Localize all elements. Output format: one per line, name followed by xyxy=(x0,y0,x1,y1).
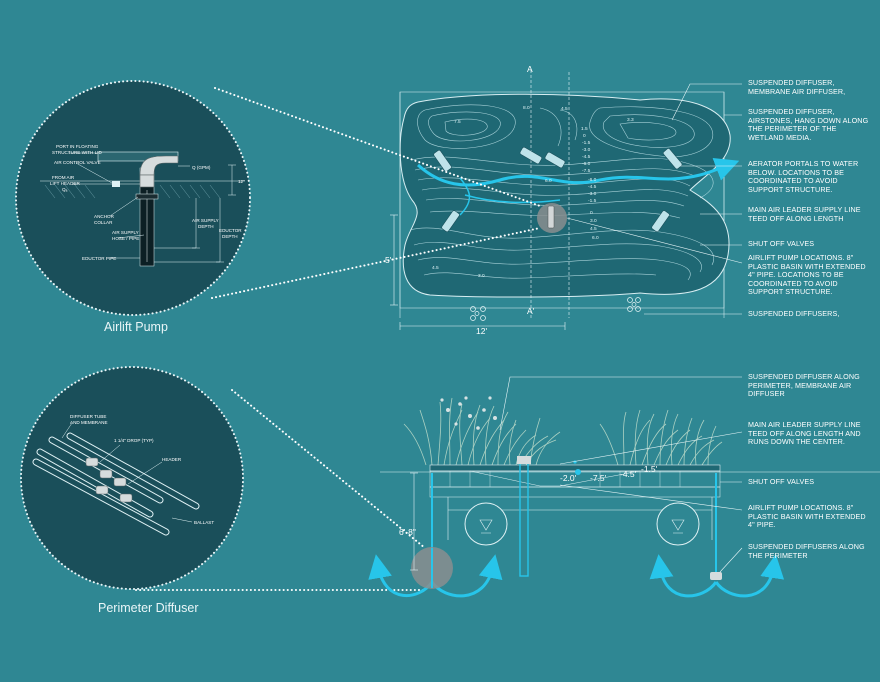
svg-text:4.5: 4.5 xyxy=(590,226,597,232)
section-slope-4: -1.5' xyxy=(641,464,658,474)
section-leaders xyxy=(499,376,743,573)
svg-text:0: 0 xyxy=(583,133,586,139)
pump-label-eductor-depth-1: EDUCTOR xyxy=(219,228,242,233)
plan-note-membrane-diffuser: SUSPENDED DIFFUSER, MEMBRANE AIR DIFFUSE… xyxy=(748,78,846,96)
plan-note-aerator-portals: AERATOR PORTALS TO WATER BELOW. LOCATION… xyxy=(748,159,859,194)
plan-note-shut-off-valves: SHUT OFF VALVES xyxy=(748,239,815,248)
wetland-plan-shape xyxy=(399,93,731,298)
diffuser-label-ballast: BALLAST xyxy=(194,520,214,525)
section-slope-1: -2.0' xyxy=(560,473,577,483)
diffuser-label-drop: 1 1/4" DROP (TYP) xyxy=(114,438,154,443)
section-slope-3: -4.5' xyxy=(620,469,637,479)
svg-text:6.0: 6.0 xyxy=(592,235,599,241)
perimeter-diffuser-caption: Perimeter Diffuser xyxy=(98,601,199,615)
svg-text:-6.0: -6.0 xyxy=(588,177,597,183)
pump-connectors xyxy=(211,87,541,299)
pump-label-air-depth-2: DEPTH xyxy=(198,224,214,229)
plan-view: A A' 7.5 8.0 4.5 3.3 1.5 0 -1.5 -3.0 -4. xyxy=(385,64,740,336)
grasses-left xyxy=(403,397,561,466)
pump-label-header-2: LIFT HEADER xyxy=(50,181,80,186)
pump-label-qa: Qₐ xyxy=(62,187,68,192)
pump-label-port-2: STRUCTURE WITH LID xyxy=(52,150,102,155)
svg-text:1.5: 1.5 xyxy=(581,126,588,132)
section-a-label: A xyxy=(527,64,533,74)
grasses-right xyxy=(599,409,723,466)
pump-label-qw: Q (GPM) xyxy=(192,165,211,170)
section-note-airlift-pump: AIRLIFT PUMP LOCATIONS. 8" PLASTIC BASIN… xyxy=(748,503,866,530)
airlift-pump-detail: PORT IN FLOATING STRUCTURE WITH LID AIR … xyxy=(15,80,251,316)
pump-label-valve: AIR CONTROL VALVE xyxy=(54,160,101,165)
pump-label-anchor-2: COLLAR xyxy=(94,220,113,225)
section-view: 6'-8" -2.0' -7.5' -4.5' -1.5' xyxy=(368,396,880,598)
aerator-portals xyxy=(433,146,683,233)
plan-note-main-air-leader: MAIN AIR LEADER SUPPLY LINE TEED OFF ALO… xyxy=(748,205,861,223)
airlift-pump-caption: Airlift Pump xyxy=(104,320,168,334)
contour-lines xyxy=(409,104,714,281)
section-note-perimeter-diffuser: SUSPENDED DIFFUSER ALONG PERIMETER, MEMB… xyxy=(748,372,860,399)
pump-label-eductor-depth-2: DEPTH xyxy=(222,234,238,239)
section-note-perimeter-diffusers: SUSPENDED DIFFUSERS ALONG THE PERIMETER xyxy=(748,542,865,560)
svg-text:0: 0 xyxy=(590,210,593,216)
diffuser-label-tube-2: AND MEMBRANE xyxy=(70,420,108,425)
plan-note-airstones: SUSPENDED DIFFUSER, AIRSTONES, HANG DOWN… xyxy=(748,107,869,142)
plan-note-suspended-diffusers: SUSPENDED DIFFUSERS, xyxy=(748,309,840,318)
section-note-shut-off-valves: SHUT OFF VALVES xyxy=(748,477,815,486)
svg-text:7.5: 7.5 xyxy=(454,119,461,125)
section-depth-dim: 6'-8" xyxy=(399,527,416,537)
svg-text:-6.0: -6.0 xyxy=(582,161,591,167)
pump-label-eductor-pipe: EDUCTOR PIPE xyxy=(82,256,116,261)
diffuser-symbols xyxy=(470,297,641,321)
perimeter-diffuser-detail: DIFFUSER TUBE AND MEMBRANE 1 1/4" DROP (… xyxy=(20,366,244,590)
diffuser-label-header: HEADER xyxy=(162,457,182,462)
svg-text:-7.5: -7.5 xyxy=(582,168,591,174)
section-slope-2: -7.5' xyxy=(590,473,607,483)
main-air-leader-plan xyxy=(416,157,740,187)
pump-label-12: 12" xyxy=(238,179,245,184)
plan-width-dim: 12' xyxy=(476,326,487,336)
svg-text:-4.5: -4.5 xyxy=(582,154,591,160)
svg-text:-1.5: -1.5 xyxy=(588,198,597,204)
svg-text:-1.5: -1.5 xyxy=(582,140,591,146)
pump-label-air-depth-1: AIR SUPPLY xyxy=(192,218,219,223)
pump-label-header-1: FROM AIR xyxy=(52,175,75,180)
plan-leaders xyxy=(566,83,743,315)
pump-label-hose-1: AIR SUPPLY xyxy=(112,230,139,235)
section-note-main-air-leader: MAIN AIR LEADER SUPPLY LINE TEED OFF ALO… xyxy=(748,420,861,447)
svg-text:4.5: 4.5 xyxy=(561,106,568,112)
pump-label-hose-2: HOSE / PIPE xyxy=(112,236,139,241)
flotation-drums xyxy=(464,502,700,546)
section-a-prime-label: A' xyxy=(527,306,535,316)
svg-text:-4.5: -4.5 xyxy=(588,184,597,190)
pump-label-port-1: PORT IN FLOATING xyxy=(56,144,99,149)
diffuser-connectors xyxy=(135,389,426,591)
svg-text:3.3: 3.3 xyxy=(627,117,634,123)
svg-text:3.0: 3.0 xyxy=(590,218,597,224)
depth-labels: 7.5 8.0 4.5 3.3 1.5 0 -1.5 -3.0 -4.5 -6.… xyxy=(432,105,634,279)
pump-label-anchor-1: ANCHOR xyxy=(94,214,115,219)
plan-note-airlift-pump: AIRLIFT PUMP LOCATIONS. 8" PLASTIC BASIN… xyxy=(748,253,866,297)
svg-text:3.0: 3.0 xyxy=(478,273,485,279)
diffuser-label-tube-1: DIFFUSER TUBE xyxy=(70,414,106,419)
svg-text:4.5: 4.5 xyxy=(432,265,439,271)
svg-text:6.0: 6.0 xyxy=(545,178,552,184)
svg-text:8.0: 8.0 xyxy=(523,105,530,111)
svg-text:-3.0: -3.0 xyxy=(582,147,591,153)
svg-text:-3.0: -3.0 xyxy=(588,191,597,197)
